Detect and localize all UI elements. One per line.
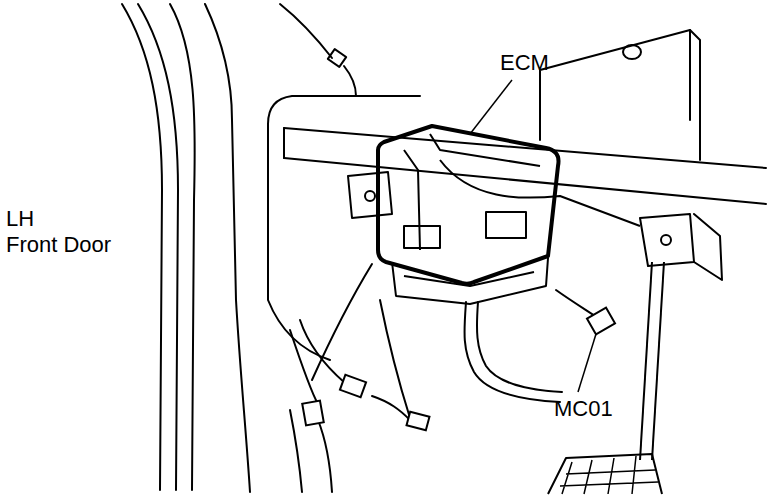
wire	[344, 66, 356, 96]
dash-panel	[268, 96, 420, 124]
wire	[290, 410, 302, 492]
ecm-outline	[378, 126, 559, 284]
mc01-connector	[587, 308, 615, 335]
wire	[318, 420, 332, 492]
label-line: Front Door	[6, 232, 111, 258]
connector	[407, 412, 430, 431]
ecm-detail	[430, 134, 540, 166]
connector	[302, 401, 324, 426]
wire	[380, 300, 410, 418]
beam	[283, 128, 285, 158]
wire	[440, 160, 640, 226]
bracket	[348, 172, 392, 218]
label-line: LH	[6, 206, 111, 232]
part-name: ECM	[500, 50, 549, 76]
pedal-pad	[548, 454, 662, 494]
pedal-ribs	[560, 456, 658, 494]
wire	[300, 320, 345, 383]
connector	[340, 375, 366, 398]
connector	[328, 49, 346, 67]
door-edge	[170, 4, 195, 490]
pedal-arm	[652, 262, 664, 460]
bracket	[540, 30, 700, 160]
leader-line	[578, 334, 596, 392]
part-name: LHFront Door	[6, 206, 111, 258]
wire	[312, 264, 372, 380]
bolt	[661, 235, 671, 245]
bracket	[689, 30, 691, 120]
ecm-lower-case	[392, 258, 548, 304]
bolt	[365, 191, 375, 201]
bracket-hole	[623, 45, 641, 59]
kick-panel-edge	[205, 4, 250, 492]
harness	[477, 302, 562, 392]
door-edge	[138, 4, 178, 490]
bracket	[640, 214, 694, 266]
ecm-connector	[486, 212, 526, 238]
ecm-connector	[404, 226, 440, 248]
pedal-arm	[640, 262, 652, 460]
wire	[280, 4, 332, 58]
connector-code: MC01	[554, 396, 613, 422]
harness	[464, 302, 560, 402]
bracket	[694, 214, 722, 280]
ecm-lower-case	[404, 272, 534, 286]
beam	[284, 128, 766, 168]
ecm-detail	[404, 150, 420, 250]
wire	[290, 330, 318, 404]
wire	[556, 290, 598, 318]
leader-line	[470, 80, 512, 134]
door-edge	[122, 4, 162, 490]
